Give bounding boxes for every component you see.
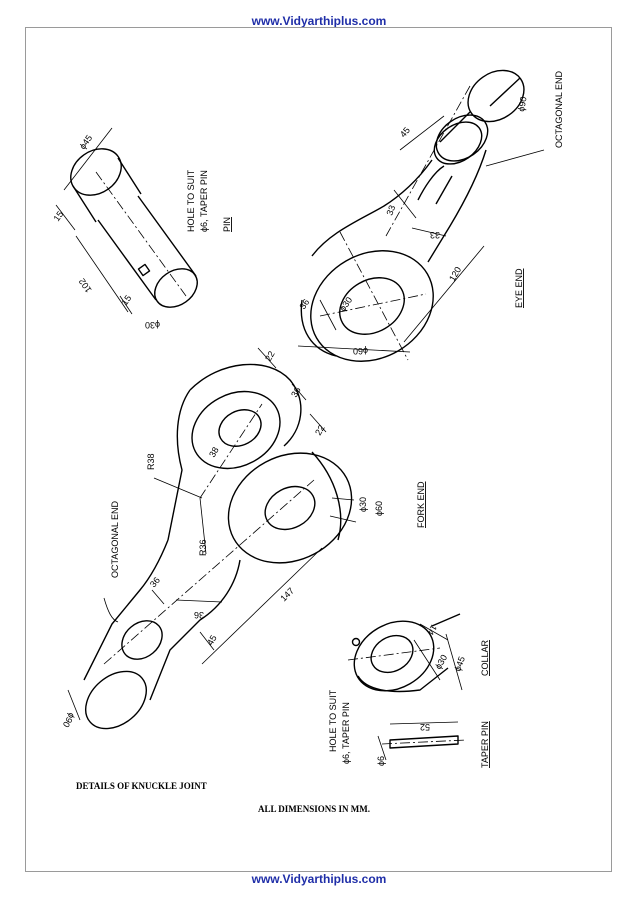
- fork-end-dim-hole-dia: ϕ30: [358, 497, 368, 512]
- fork-end-dim-neck1: 36: [148, 575, 162, 589]
- eye-end-dim-outer-dia: ϕ60: [353, 346, 368, 356]
- taper-pin-dim-length: 52: [420, 722, 430, 732]
- eye-end-octagonal-label: OCTAGONAL END: [554, 70, 564, 148]
- fork-end-dim-r1: R38: [146, 453, 156, 470]
- pin-dim-head-len: 15: [51, 209, 65, 223]
- fork-end-title: FORK END: [416, 481, 426, 528]
- eye-end-dim-transition: 45: [398, 125, 412, 139]
- eye-end-dim-length: 120: [447, 265, 463, 283]
- pin-dim-head-dia: ϕ45: [77, 133, 94, 151]
- collar-note-line2: ϕ6, TAPER PIN: [341, 702, 351, 764]
- pin-dim-length: 102: [77, 277, 94, 295]
- eye-end-dim-neck: 33: [384, 204, 397, 217]
- fork-end-dim-t36: 36: [289, 385, 303, 399]
- fork-end-dim-t22b: 22: [313, 423, 327, 437]
- collar-dim-outer-dia: ϕ45: [452, 655, 467, 673]
- collar-title: COLLAR: [480, 639, 490, 676]
- caption-units: ALL DIMENSIONS IN MM.: [258, 804, 370, 814]
- pin-note-line1: HOLE TO SUIT: [186, 169, 196, 232]
- pin-note-line2: ϕ6, TAPER PIN: [199, 170, 209, 232]
- taper-pin-title: TAPER PIN: [480, 721, 490, 768]
- footer-url: www.Vidyarthiplus.com: [251, 872, 387, 886]
- eye-end-title: EYE END: [514, 268, 524, 308]
- caption-main: DETAILS OF KNUCKLE JOINT: [76, 781, 207, 791]
- eye-end-drawing: [297, 69, 545, 362]
- fork-end-drawing: [67, 347, 357, 730]
- taper-pin-dim-dia: ϕ6: [376, 756, 386, 766]
- eye-end-dim-rod-dia: ϕ90: [516, 96, 528, 113]
- taper-pin-drawing: [377, 721, 467, 761]
- fork-end-dim-transition: 45: [205, 633, 219, 647]
- fork-end-dim-t22a: 22: [263, 349, 277, 363]
- eye-end-dim-boss: 36: [297, 297, 311, 311]
- pin-dim-end-len: 15: [119, 293, 133, 307]
- pin-drawing: [55, 127, 198, 315]
- fork-end-dim-length: 147: [278, 586, 296, 604]
- fork-end-dim-rod-dia: ϕ90: [61, 711, 77, 729]
- collar-dim-width: 14: [425, 623, 439, 637]
- header-url: www.Vidyarthiplus.com: [251, 14, 387, 28]
- fork-end-octagonal-label: OCTAGONAL END: [110, 500, 120, 578]
- collar-note-line1: HOLE TO SUIT: [328, 689, 338, 752]
- fork-end-dim-neck2: 36: [194, 610, 204, 620]
- collar-drawing: [347, 613, 463, 693]
- fork-end-dim-r2: R36: [198, 539, 208, 556]
- page-frame: [25, 27, 612, 872]
- pin-title: PIN: [222, 217, 232, 232]
- eye-end-dim-width: 33: [430, 230, 440, 240]
- pin-dim-shaft-dia: ϕ30: [145, 320, 160, 330]
- fork-end-dim-outer-dia: ϕ60: [374, 501, 384, 516]
- fork-end-dim-d38: 38: [207, 445, 221, 459]
